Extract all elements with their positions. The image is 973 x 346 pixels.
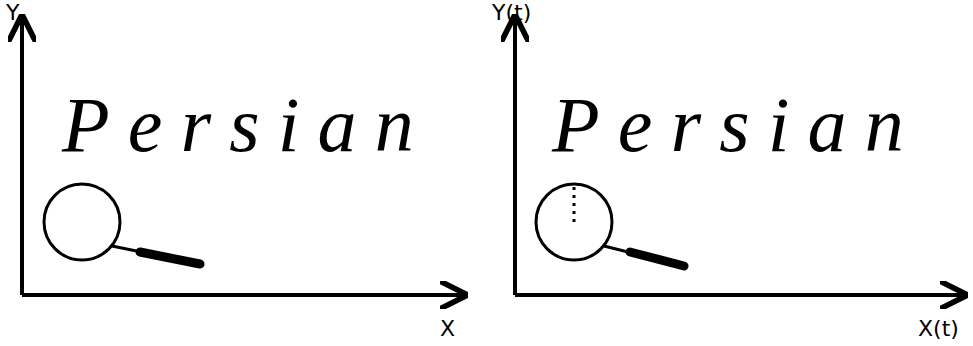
handwritten-word: Persian: [62, 86, 432, 164]
x-axis: [22, 293, 462, 297]
handle: [140, 252, 200, 264]
handle-neck: [604, 246, 684, 266]
right-axes: [515, 20, 962, 295]
axis-label: X(t): [918, 318, 959, 340]
axis-label: Y(t): [492, 2, 531, 24]
axis-label: X: [440, 318, 455, 340]
lens: [536, 184, 612, 260]
left-magnifier: [44, 184, 200, 264]
left-axes: [22, 20, 462, 295]
lens: [44, 184, 120, 260]
handle: [630, 252, 684, 266]
axis-label: Y: [6, 2, 19, 24]
handwritten-word: Persian: [552, 86, 922, 164]
x-axis: [515, 293, 962, 297]
y-axis: [20, 20, 24, 295]
handle-neck: [112, 246, 200, 264]
y-axis: [513, 20, 517, 295]
pen-trace: [573, 185, 576, 222]
right-magnifier: [536, 184, 684, 266]
